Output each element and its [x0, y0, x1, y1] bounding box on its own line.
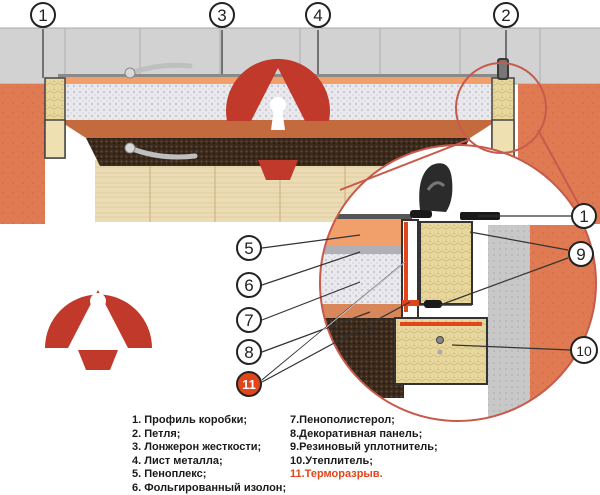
legend-item: 9.Резиновый уплотнитель;	[290, 441, 438, 455]
callout-5: 5	[237, 236, 261, 260]
callout-label: 11	[242, 377, 256, 392]
wall-left	[0, 84, 45, 224]
callout-label: 6	[244, 276, 253, 295]
callout-3: 3	[210, 3, 234, 27]
callout-1-top: 1	[31, 3, 55, 27]
callout-label: 9	[576, 245, 585, 264]
callout-2: 2	[494, 3, 518, 27]
hinge-icon	[497, 58, 509, 80]
legend-item: 4. Лист металла;	[132, 455, 286, 469]
callout-label: 3	[217, 6, 226, 25]
brand-logo-bottom-icon	[45, 290, 152, 370]
callout-4: 4	[306, 3, 330, 27]
legend-item-highlight: 11.Терморазрыв.	[290, 468, 438, 482]
legend-item: 8.Декоративная панель;	[290, 428, 438, 442]
callout-label: 1	[38, 6, 47, 25]
legend-item: 5. Пеноплекс;	[132, 468, 286, 482]
callout-7: 7	[237, 308, 261, 332]
callout-9: 9	[569, 242, 593, 266]
legend-item: 6. Фольгированный изолон;	[132, 482, 286, 495]
callout-10: 10	[571, 337, 597, 363]
callout-label: 7	[244, 311, 253, 330]
legend-item: 10.Утеплитель;	[290, 455, 438, 469]
callout-label: 2	[501, 6, 510, 25]
legend-item: 3. Лонжерон жесткости;	[132, 441, 286, 455]
legend-item: 7.Пенополистерол;	[290, 414, 438, 428]
callout-label: 8	[244, 343, 253, 362]
legend-left-column: 1. Профиль коробки; 2. Петля; 3. Лонжеро…	[132, 414, 286, 495]
callout-6: 6	[237, 273, 261, 297]
callout-label: 10	[576, 343, 592, 359]
callout-label: 4	[313, 6, 322, 25]
legend-right-column: 7.Пенополистерол; 8.Декоративная панель;…	[290, 414, 438, 482]
legend-item: 2. Петля;	[132, 428, 286, 442]
frame-profile-left	[45, 78, 65, 158]
callout-label: 1	[579, 207, 588, 226]
callout-label: 5	[244, 239, 253, 258]
callout-1-zoom: 1	[572, 204, 596, 228]
legend-item: 1. Профиль коробки;	[132, 414, 286, 428]
callout-8: 8	[237, 340, 261, 364]
frame-profile-right	[492, 78, 514, 158]
callout-11: 11	[237, 372, 261, 396]
